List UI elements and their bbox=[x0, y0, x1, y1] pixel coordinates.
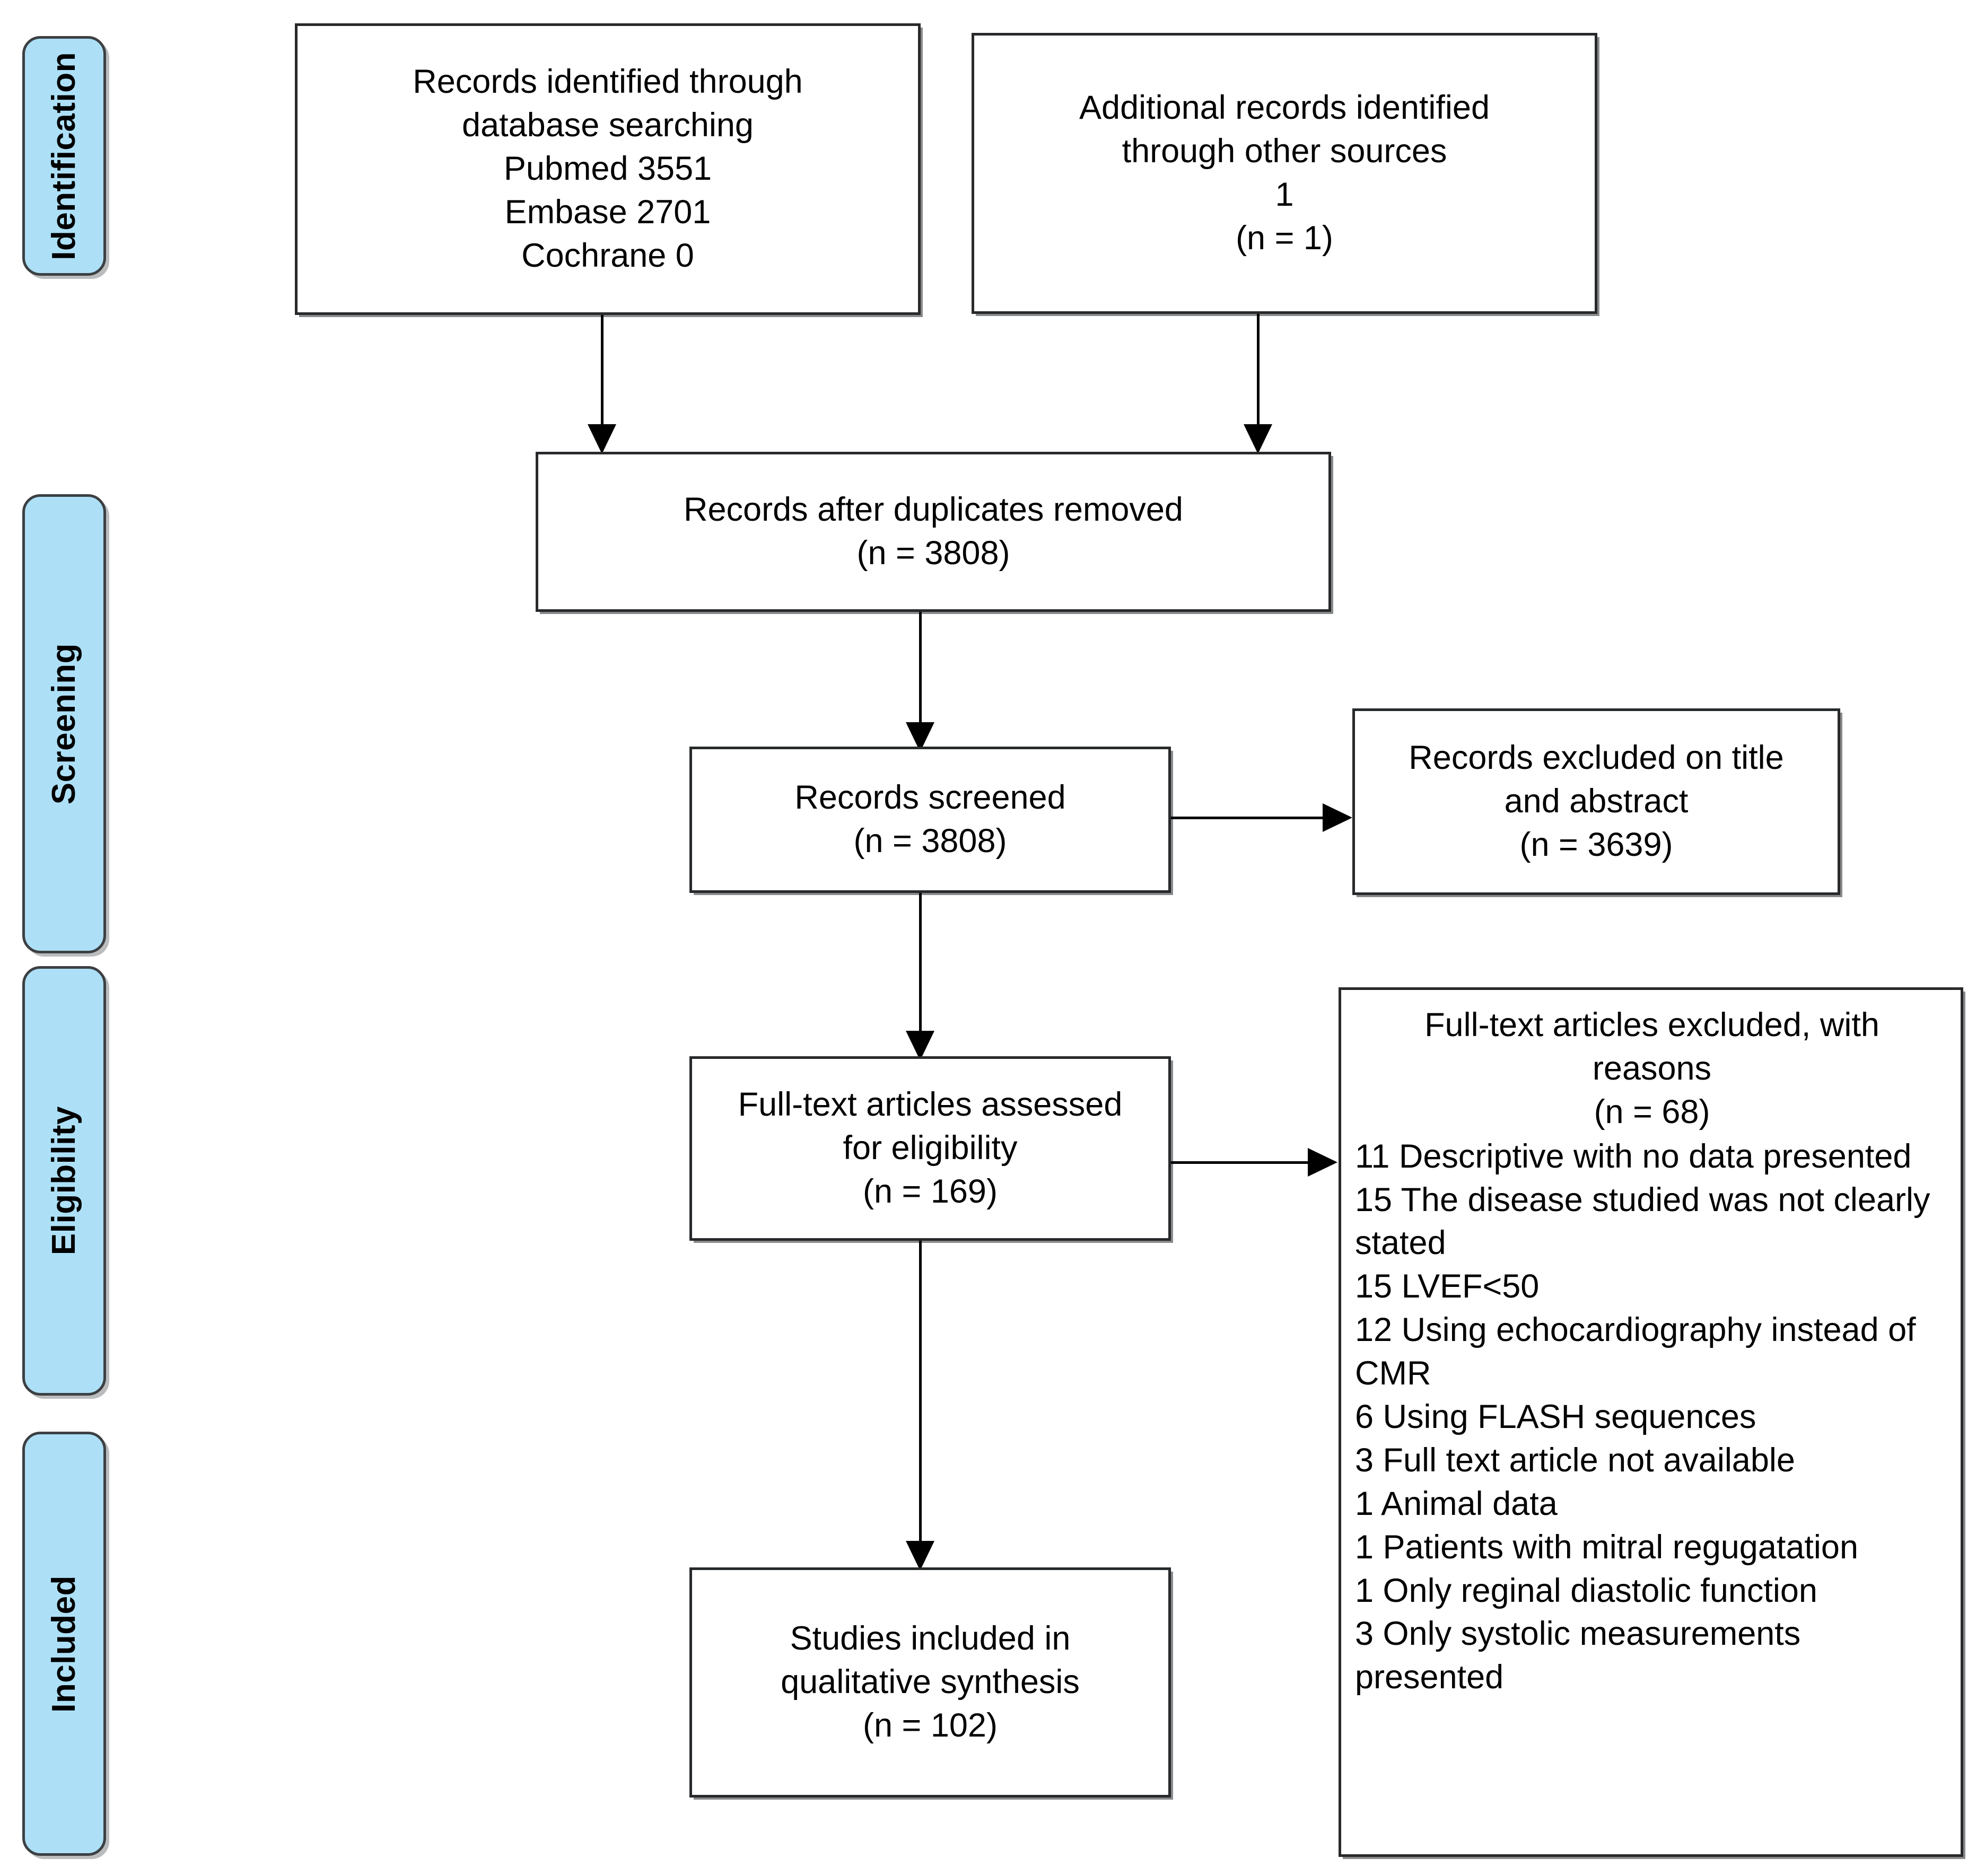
box-line: Records identified through bbox=[413, 63, 803, 101]
reasons-list: 11 Descriptive with no data presented 15… bbox=[1355, 1135, 1949, 1700]
arrowhead-fulltext-to-studies-included bbox=[906, 1541, 934, 1571]
box-line: and abstract bbox=[1504, 783, 1689, 820]
box-fulltext-articles-assessed[interactable]: Full-text articles assessed for eligibil… bbox=[689, 1056, 1171, 1241]
arrowhead-fulltext-to-reasons bbox=[1308, 1148, 1337, 1177]
connector-fulltext-to-studies-included bbox=[919, 1241, 922, 1544]
stage-tab-identification[interactable]: Identification bbox=[22, 36, 106, 276]
box-fulltext-articles-excluded-with-reasons[interactable]: Full-text articles excluded, with reason… bbox=[1339, 987, 1963, 1857]
box-line: 1 bbox=[1275, 176, 1294, 213]
reasons-heading-line: Full-text articles excluded, with bbox=[1424, 1006, 1879, 1044]
arrowhead-screened-to-fulltext bbox=[906, 1031, 934, 1060]
stage-tab-screening[interactable]: Screening bbox=[22, 494, 106, 953]
connector-screened-to-fulltext bbox=[919, 893, 922, 1035]
connector-duplicates-to-screened bbox=[919, 612, 922, 727]
box-line: Pubmed 3551 bbox=[503, 150, 712, 188]
reason-item: 3 Full text article not available bbox=[1355, 1441, 1795, 1479]
reasons-heading: Full-text articles excluded, with reason… bbox=[1355, 1004, 1949, 1134]
connector-other-sources-to-duplicates bbox=[1257, 314, 1260, 429]
stage-tab-eligibility-label: Eligibility bbox=[46, 1106, 82, 1256]
box-line: qualitative synthesis bbox=[781, 1663, 1080, 1701]
arrowhead-screened-to-excluded bbox=[1323, 803, 1352, 832]
box-line: Records excluded on title bbox=[1409, 739, 1784, 777]
reason-item: 1 Patients with mitral regugatation bbox=[1355, 1528, 1858, 1566]
box-line: (n = 169) bbox=[863, 1172, 998, 1210]
box-line: through other sources bbox=[1122, 133, 1447, 170]
box-line: (n = 3808) bbox=[853, 822, 1007, 860]
box-records-screened[interactable]: Records screened (n = 3808) bbox=[689, 747, 1171, 893]
box-line: Full-text articles assessed bbox=[738, 1086, 1123, 1124]
box-records-after-duplicates-removed[interactable]: Records after duplicates removed (n = 38… bbox=[536, 452, 1331, 612]
box-line: Records after duplicates removed bbox=[684, 491, 1183, 529]
box-line: Studies included in bbox=[790, 1620, 1071, 1658]
stage-tab-included[interactable]: Included bbox=[22, 1432, 106, 1856]
reason-item: 15 LVEF<50 bbox=[1355, 1268, 1540, 1305]
reasons-heading-line: reasons bbox=[1592, 1049, 1712, 1087]
stage-tab-eligibility[interactable]: Eligibility bbox=[22, 966, 106, 1396]
box-line: database searching bbox=[462, 107, 754, 144]
connector-fulltext-to-reasons bbox=[1171, 1161, 1310, 1164]
reason-item: 3 Only systolic measurements presented bbox=[1355, 1615, 1801, 1696]
box-line: (n = 1) bbox=[1236, 219, 1333, 257]
connector-screened-to-excluded bbox=[1171, 817, 1325, 819]
box-line: Additional records identified bbox=[1079, 89, 1490, 127]
box-records-identified-database-searching[interactable]: Records identified through database sear… bbox=[295, 23, 921, 315]
reason-item: 15 The disease studied was not clearly s… bbox=[1355, 1181, 1930, 1262]
reason-item: 11 Descriptive with no data presented bbox=[1355, 1137, 1912, 1175]
box-line: (n = 102) bbox=[863, 1706, 998, 1744]
connector-db-search-to-duplicates bbox=[601, 315, 604, 429]
box-line: Records screened bbox=[794, 779, 1066, 817]
box-line: (n = 3639) bbox=[1519, 826, 1673, 863]
reason-item: 6 Using FLASH sequences bbox=[1355, 1398, 1756, 1436]
box-line: Embase 2701 bbox=[504, 193, 711, 231]
box-line: for eligibility bbox=[843, 1129, 1018, 1167]
box-line: (n = 3808) bbox=[856, 534, 1010, 572]
stage-tab-included-label: Included bbox=[46, 1575, 82, 1713]
box-studies-included-qualitative-synthesis[interactable]: Studies included in qualitative synthesi… bbox=[689, 1567, 1171, 1798]
box-additional-records-other-sources[interactable]: Additional records identified through ot… bbox=[972, 33, 1597, 314]
arrowhead-db-search-to-duplicates bbox=[588, 424, 616, 454]
reason-item: 12 Using echocardiography instead of CMR bbox=[1355, 1311, 1916, 1392]
stage-tab-screening-label: Screening bbox=[46, 643, 82, 805]
reason-item: 1 Animal data bbox=[1355, 1485, 1558, 1522]
stage-tab-identification-label: Identification bbox=[46, 51, 82, 260]
box-records-excluded-title-abstract[interactable]: Records excluded on title and abstract (… bbox=[1352, 708, 1840, 895]
box-line: Cochrane 0 bbox=[521, 236, 694, 274]
arrowhead-other-sources-to-duplicates bbox=[1244, 424, 1272, 454]
reason-item: 1 Only reginal diastolic function bbox=[1355, 1572, 1817, 1609]
reasons-heading-line: (n = 68) bbox=[1594, 1093, 1710, 1130]
